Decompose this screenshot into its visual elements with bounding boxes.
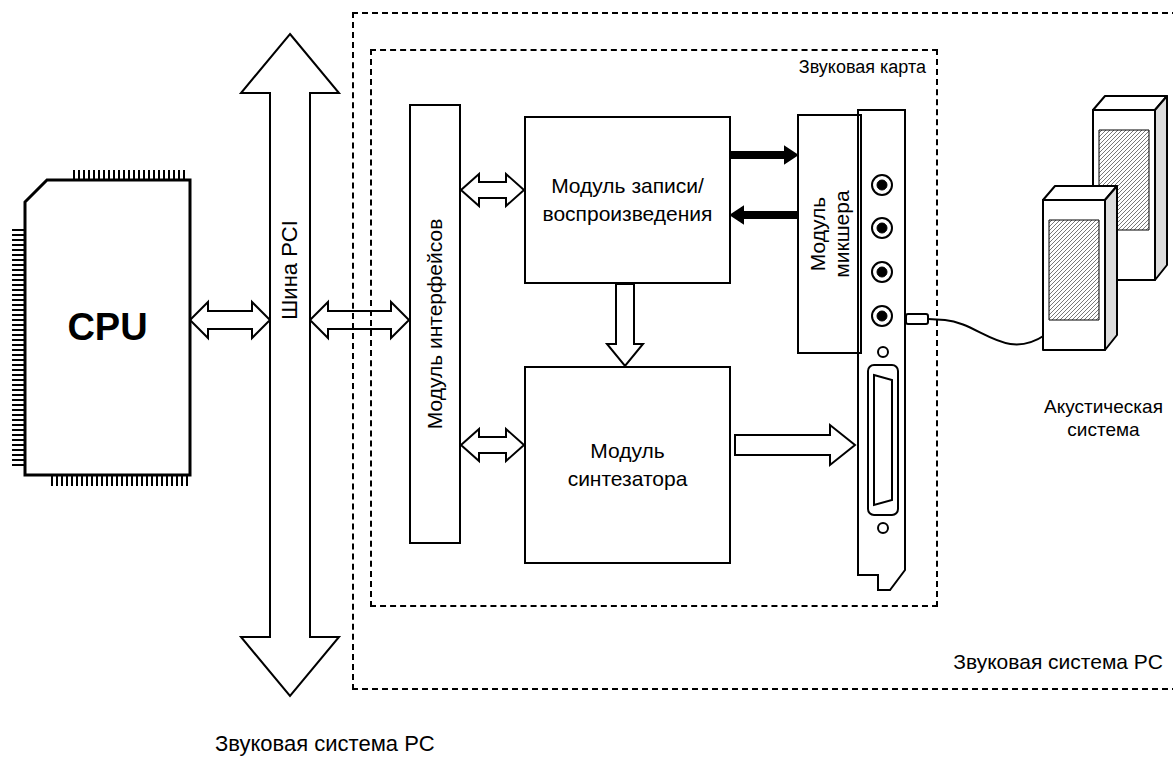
mixer-module: Модуль микшера — [797, 114, 862, 354]
midi-arrow — [735, 425, 855, 465]
connector-arrow — [310, 302, 409, 338]
bus-outline — [240, 33, 340, 697]
synthesizer-module: Модуль синтезатора — [524, 366, 731, 564]
cpu-chip: CPU — [12, 170, 197, 488]
node-label: Модуль записи/ воспроизведения — [538, 172, 718, 229]
caption: Звуковая система PC — [215, 731, 435, 757]
audio-jacks — [872, 175, 892, 326]
game-port — [868, 347, 898, 533]
connector-arrow — [731, 147, 797, 163]
node-label: Акустическая система — [1037, 395, 1170, 443]
sound-card-region: Звуковая картаМодуль интерфейсов Модуль з… — [370, 49, 938, 607]
speaker-drawing — [1043, 96, 1167, 350]
sound-system-region: Звуковая система PC Звуковая картаМодуль … — [352, 12, 1173, 690]
node-label: Модуль интерфейсов — [423, 219, 447, 430]
acoustic-system: Акустическая система — [1037, 92, 1170, 442]
connector-arrow — [607, 284, 643, 366]
card-bracket — [858, 110, 905, 590]
node-label: Звуковая карта — [799, 57, 926, 78]
record-playback-module: Модуль записи/ воспроизведения — [524, 116, 731, 284]
node-label: Шина PCI — [277, 220, 303, 320]
node-label: Модуль микшера — [805, 179, 853, 289]
connector-arrow — [190, 302, 270, 338]
node-label: Модуль синтезатора — [553, 437, 703, 494]
connector-arrow — [461, 174, 524, 206]
node-label: Звуковая система PC — [953, 650, 1163, 674]
interface-module: Модуль интерфейсов — [409, 104, 461, 544]
cpu-body — [25, 180, 190, 475]
speaker-cable — [906, 314, 1045, 344]
connector-arrow — [461, 429, 524, 461]
pci-bus-arrow: Шина PCI — [240, 33, 340, 697]
connector-arrow — [731, 207, 797, 223]
node-label: CPU — [25, 180, 190, 475]
